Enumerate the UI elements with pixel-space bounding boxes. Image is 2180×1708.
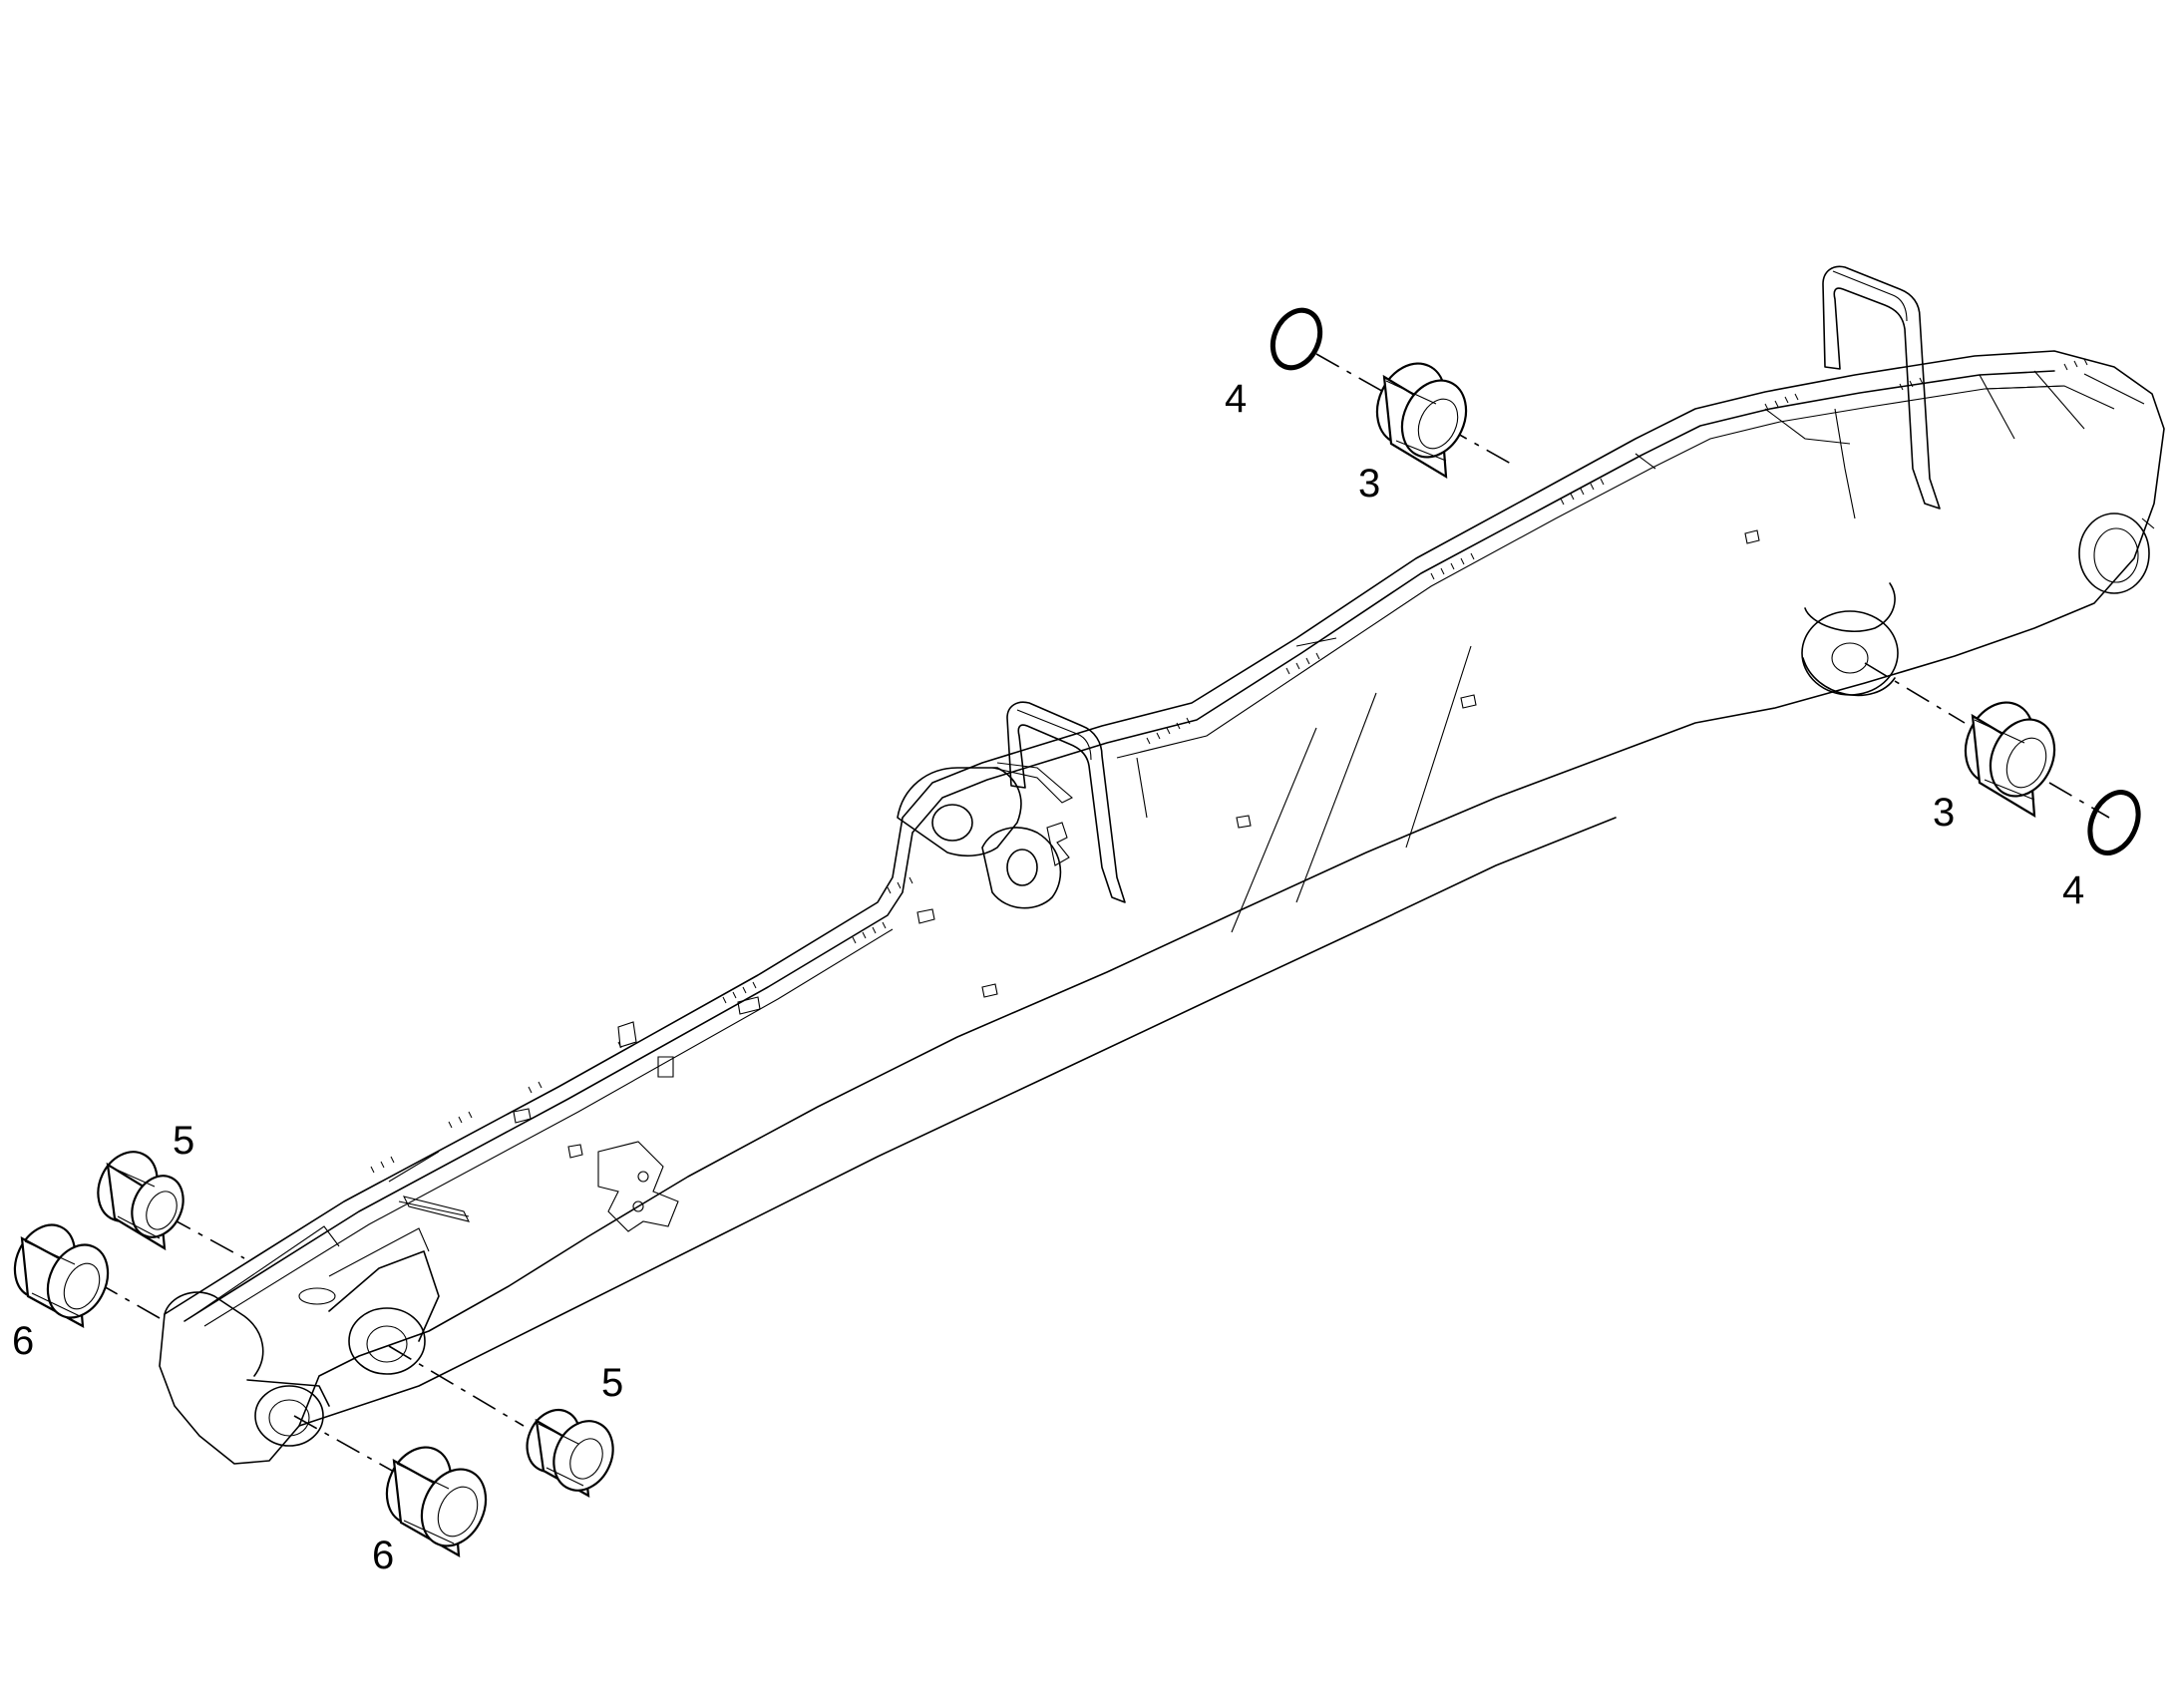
callout-6-left: 6 — [12, 1319, 34, 1363]
assembly-center-lines — [94, 353, 2110, 1487]
callout-3-top: 3 — [1358, 462, 1380, 506]
boom-body — [159, 265, 2165, 1465]
bushing-right — [1964, 701, 2056, 819]
bushing-bottom — [385, 1446, 488, 1557]
snap-ring-right — [2087, 790, 2141, 855]
callout-4-right: 4 — [2062, 868, 2084, 912]
snap-ring-top — [1270, 307, 1323, 371]
flanged-bushing-left — [97, 1151, 184, 1251]
bushing-top — [1375, 362, 1468, 480]
callout-3-right: 3 — [1933, 791, 1955, 835]
callout-5-bottom: 5 — [601, 1361, 623, 1405]
callout-5-left: 5 — [173, 1119, 194, 1163]
flanged-bushing-bottom — [526, 1409, 614, 1498]
bushing-left — [13, 1223, 110, 1328]
callout-6-bottom: 6 — [372, 1534, 394, 1577]
callout-4-top: 4 — [1225, 377, 1247, 421]
